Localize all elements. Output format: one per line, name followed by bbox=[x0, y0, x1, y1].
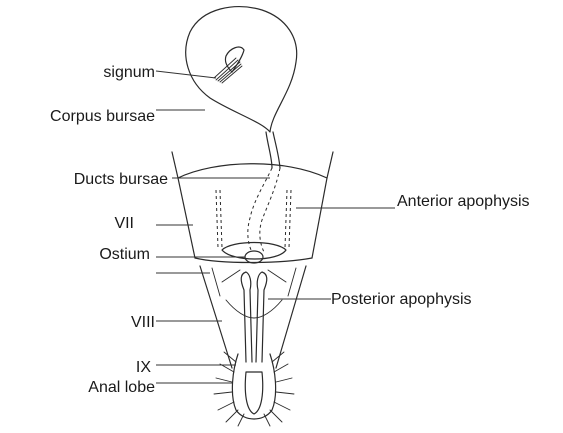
anal-lobe-outline bbox=[232, 354, 275, 419]
segment-vii-anterior-margin bbox=[178, 164, 327, 178]
anal-lobe-setae bbox=[214, 352, 294, 426]
ostium-opening bbox=[245, 251, 263, 263]
anterior-apophysis-left bbox=[216, 190, 222, 248]
label-signum: signum bbox=[103, 64, 155, 81]
anterior-apophysis-right bbox=[285, 190, 291, 248]
label-vii: VII bbox=[114, 215, 134, 232]
label-anterior-apophysis: Anterior apophysis bbox=[397, 193, 530, 210]
label-corpus-bursae: Corpus bursae bbox=[50, 108, 155, 125]
label-posterior-apophysis: Posterior apophysis bbox=[331, 291, 472, 308]
label-anal-lobe: Anal lobe bbox=[88, 379, 155, 396]
ducts-bursae-inner bbox=[273, 132, 280, 168]
corpus-bursae-sac bbox=[186, 7, 297, 132]
signum-rays bbox=[214, 58, 242, 83]
segment-viii-sclerite bbox=[226, 300, 282, 318]
ducts-bursae-dashed bbox=[248, 168, 280, 252]
leader-signum bbox=[156, 71, 216, 78]
label-ix: IX bbox=[136, 359, 151, 376]
anal-lobe-inner bbox=[245, 372, 262, 414]
segment-viii-inner bbox=[212, 268, 296, 296]
label-ostium: Ostium bbox=[99, 246, 150, 263]
label-viii: VIII bbox=[131, 314, 155, 331]
ducts-bursae-outer bbox=[266, 132, 272, 168]
label-ducts-bursae: Ducts bursae bbox=[74, 171, 168, 188]
